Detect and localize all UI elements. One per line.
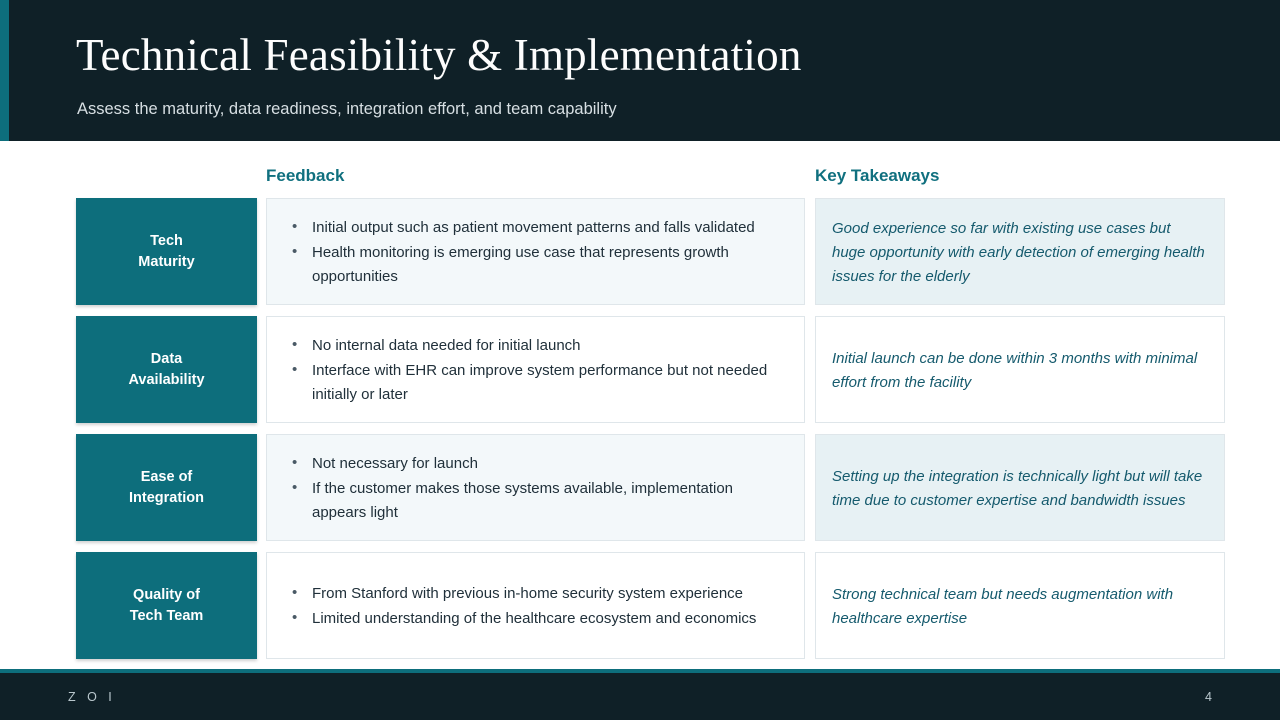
footer-brand: Z O I [68,690,116,704]
category-line-2: Availability [128,371,205,388]
feedback-cell: From Stanford with previous in-home secu… [266,552,805,659]
category-line-1: Tech [150,232,183,249]
takeaway-text: Setting up the integration is technicall… [832,467,1203,509]
takeaway-cell: Strong technical team but needs augmenta… [815,552,1225,659]
takeaway-cell: Initial launch can be done within 3 mont… [815,316,1225,423]
list-item: From Stanford with previous in-home secu… [283,581,788,606]
takeaway-cell: Good experience so far with existing use… [815,198,1225,305]
slide-footer: Z O I 4 [0,669,1280,720]
list-item: Health monitoring is emerging use case t… [283,240,788,289]
list-item: Not necessary for launch [283,451,788,476]
list-item: Limited understanding of the healthcare … [283,606,788,631]
list-item: Initial output such as patient movement … [283,215,788,240]
row-category-tech-maturity: Tech Maturity [76,198,257,305]
column-header-key-takeaways: Key Takeaways [815,166,940,185]
slide-header: Technical Feasibility & Implementation A… [0,0,1280,141]
page-subtitle: Assess the maturity, data readiness, int… [77,100,617,118]
feedback-bullet-list: Not necessary for launch If the customer… [283,451,788,525]
category-line-1: Ease of [140,468,193,485]
row-category-quality-of-tech-team: Quality of Tech Team [76,552,257,659]
takeaway-text: Good experience so far with existing use… [832,219,1205,285]
table-row: Ease of Integration Not necessary for la… [0,434,1280,541]
page-title: Technical Feasibility & Implementation [76,30,802,80]
assessment-table: Tech Maturity Initial output such as pat… [0,198,1280,659]
feedback-bullet-list: Initial output such as patient movement … [283,215,788,289]
row-category-ease-of-integration: Ease of Integration [76,434,257,541]
list-item: If the customer makes those systems avai… [283,476,788,525]
feedback-cell: No internal data needed for initial laun… [266,316,805,423]
row-category-data-availability: Data Availability [76,316,257,423]
table-row: Data Availability No internal data neede… [0,316,1280,423]
list-item: No internal data needed for initial laun… [283,333,788,358]
table-row: Quality of Tech Team From Stanford with … [0,552,1280,659]
category-line-1: Data [150,350,183,367]
takeaway-text: Initial launch can be done within 3 mont… [832,349,1198,391]
category-line-1: Quality of [133,586,200,603]
header-accent-bar [0,0,9,141]
column-header-feedback: Feedback [266,166,345,185]
page-number: 4 [1205,690,1212,704]
category-line-2: Integration [129,489,204,506]
feedback-cell: Not necessary for launch If the customer… [266,434,805,541]
category-line-2: Maturity [138,253,195,270]
takeaway-cell: Setting up the integration is technicall… [815,434,1225,541]
takeaway-text: Strong technical team but needs augmenta… [832,585,1174,627]
feedback-cell: Initial output such as patient movement … [266,198,805,305]
feedback-bullet-list: No internal data needed for initial laun… [283,333,788,407]
category-line-2: Tech Team [129,607,204,624]
feedback-bullet-list: From Stanford with previous in-home secu… [283,581,788,631]
table-row: Tech Maturity Initial output such as pat… [0,198,1280,305]
list-item: Interface with EHR can improve system pe… [283,358,788,407]
